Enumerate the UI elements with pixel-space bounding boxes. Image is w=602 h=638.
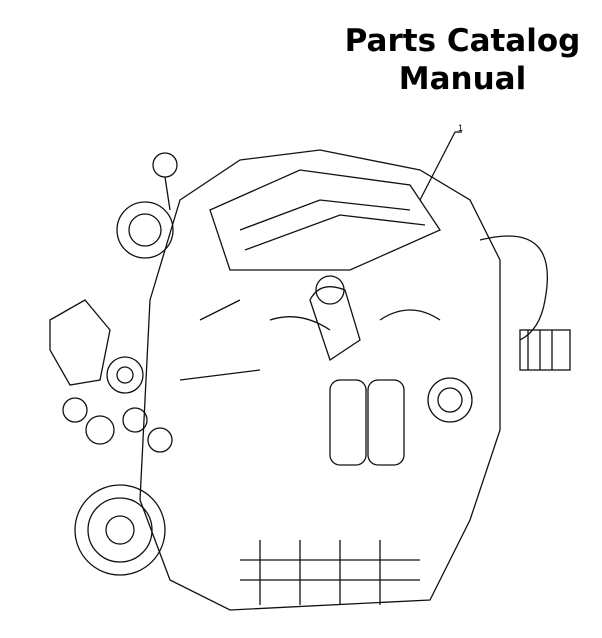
callout-leader-line	[419, 131, 456, 201]
intake-pipe	[309, 286, 361, 362]
document-title: Parts Catalog Manual	[330, 22, 595, 98]
title-line-2: Manual	[398, 61, 527, 97]
wiring-harness	[479, 235, 549, 341]
turbocharger	[116, 201, 174, 259]
electrical-connector	[519, 329, 571, 371]
crankshaft-pulley	[74, 484, 166, 576]
alternator	[49, 299, 111, 386]
coolant-outlet	[427, 377, 473, 423]
callout-number: 1	[458, 123, 464, 133]
title-line-1: Parts Catalog	[344, 23, 581, 59]
engine-block-outline	[139, 149, 501, 611]
valve-cover	[209, 169, 441, 271]
fuel-filter	[329, 379, 367, 466]
